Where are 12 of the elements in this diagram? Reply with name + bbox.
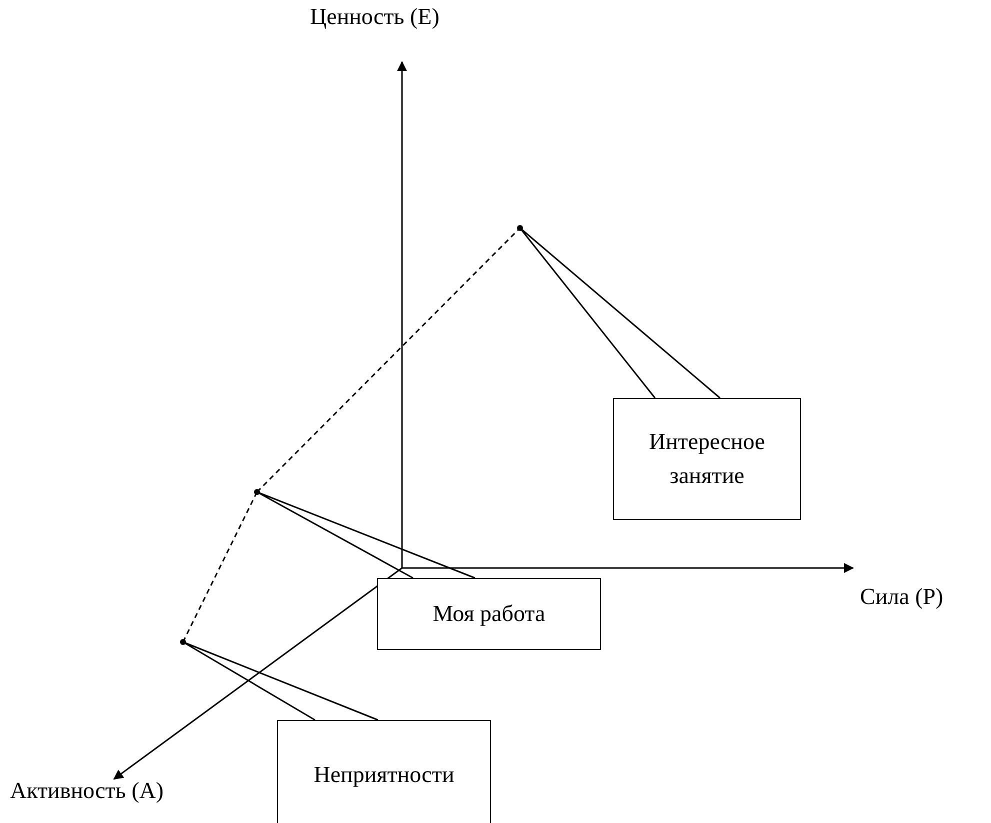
axis-label: Активность (A)	[10, 778, 164, 804]
callout-box: Неприятности	[277, 720, 491, 823]
data-point	[254, 489, 260, 495]
data-point	[517, 225, 523, 231]
data-point	[180, 639, 186, 645]
dashed-line	[182, 492, 258, 642]
callout-box: Интересное занятие	[613, 398, 801, 520]
axis-label: Сила (P)	[860, 584, 944, 610]
callout-box: Моя работа	[377, 578, 601, 650]
axis-label: Ценность (E)	[310, 4, 440, 30]
dashed-line	[256, 227, 521, 493]
callout-pointer	[519, 227, 721, 399]
